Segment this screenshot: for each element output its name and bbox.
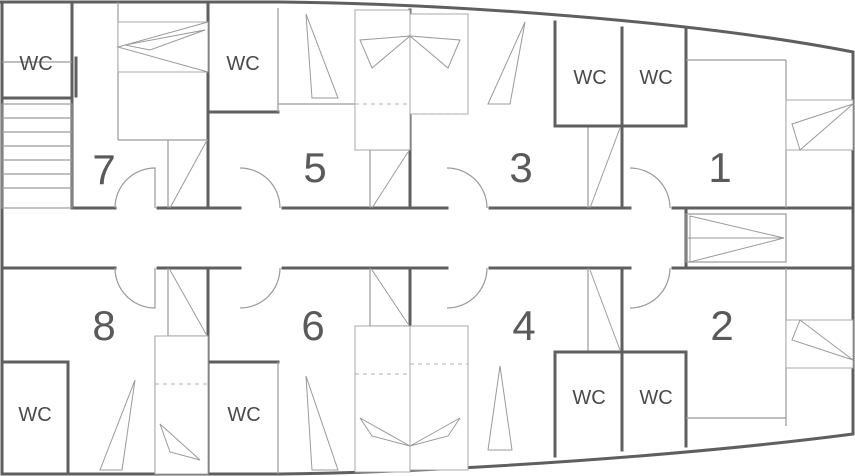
wc-label-cabin-4: WC (572, 387, 605, 409)
wc-label-cabin-1: WC (639, 67, 672, 89)
wc-labels: WC WC WC WC WC WC WC WC (18, 53, 672, 426)
door-swings (12, 110, 671, 364)
wc-label-cabin-2: WC (639, 387, 672, 409)
staircase (1, 56, 78, 209)
cabin-number-6: 6 (301, 302, 324, 349)
wc-label-cabin-3: WC (573, 67, 606, 89)
cabin-number-5: 5 (303, 144, 326, 191)
wc-label-cabin-6: WC (227, 404, 260, 426)
cabin-number-1: 1 (708, 144, 731, 191)
cabin-walls-bottom (0, 266, 688, 476)
wc-label-cabin-7: WC (19, 53, 52, 75)
cabin-number-2: 2 (710, 302, 733, 349)
closet-diagonals (169, 127, 621, 351)
cabin-number-8: 8 (92, 302, 115, 349)
beds (117, 9, 854, 475)
wc-label-cabin-5: WC (226, 53, 259, 75)
cabin-number-3: 3 (509, 144, 532, 191)
cabin-number-4: 4 (512, 302, 535, 349)
wc-label-cabin-8: WC (18, 404, 51, 426)
cabin-number-7: 7 (92, 146, 115, 193)
bed-folds (99, 13, 854, 471)
cabin-numbers: 7 5 3 1 8 6 4 2 (92, 144, 733, 349)
